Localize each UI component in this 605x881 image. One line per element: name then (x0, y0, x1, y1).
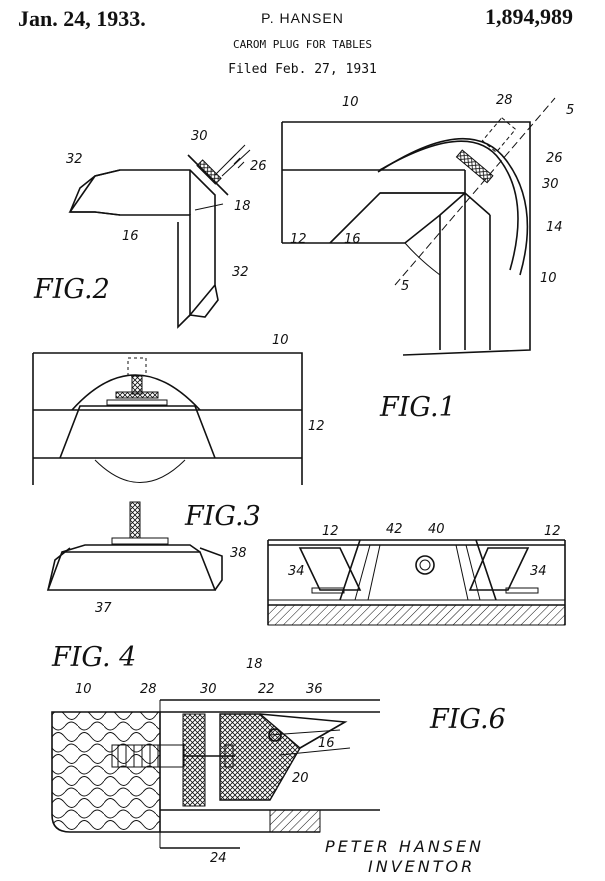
ref-numeral: 26 (546, 151, 563, 166)
ref-numeral: 5 (566, 103, 574, 118)
ref-numeral: 37 (95, 601, 112, 616)
ref-numeral: 30 (191, 129, 208, 144)
figure-5 (268, 540, 565, 625)
ref-numeral: 16 (318, 736, 335, 751)
ref-numeral: 30 (542, 177, 559, 192)
ref-numeral: 12 (290, 232, 307, 247)
figure-6 (52, 700, 380, 848)
ref-numeral: 18 (246, 657, 263, 672)
figure-4-label: FIG. 4 (51, 642, 136, 673)
ref-numeral: 10 (540, 271, 557, 286)
figure-3-label: FIG.3 (184, 501, 261, 532)
ref-numeral: 22 (258, 682, 275, 697)
figure-1 (282, 98, 555, 355)
ref-numeral: 16 (122, 229, 139, 244)
ref-numeral: 42 (386, 522, 403, 537)
ref-numeral: 40 (428, 522, 445, 537)
ref-numeral: 32 (66, 152, 83, 167)
ref-numeral: 20 (292, 771, 309, 786)
figure-2-reference-numerals: 32 30 26 18 16 32 (66, 129, 267, 280)
inventor-signature-title: INVENTOR (368, 857, 475, 876)
figure-1-label: FIG.1 (379, 392, 456, 423)
ref-numeral: 32 (232, 265, 249, 280)
ref-numeral: 10 (272, 333, 289, 348)
ref-numeral: 26 (250, 159, 267, 174)
ref-numeral: 18 (234, 199, 251, 214)
ref-numeral: 24 (210, 851, 227, 866)
ref-numeral: 28 (140, 682, 157, 697)
ref-numeral: 5 (401, 279, 409, 294)
ref-numeral: 14 (546, 220, 563, 235)
ref-numeral: 10 (342, 95, 359, 110)
figure-4-reference-numerals: 38 37 (95, 546, 247, 616)
figure-6-label: FIG.6 (429, 704, 506, 735)
inventor-signature-name: PETER HANSEN (325, 837, 484, 856)
ref-numeral: 12 (308, 419, 325, 434)
ref-numeral: 10 (75, 682, 92, 697)
figure-3 (33, 353, 302, 485)
ref-numeral: 36 (306, 682, 323, 697)
ref-numeral: 34 (288, 564, 305, 579)
ref-numeral: 28 (496, 93, 513, 108)
ref-numeral: 34 (530, 564, 547, 579)
ref-numeral: 12 (322, 524, 339, 539)
ref-numeral: 38 (230, 546, 247, 561)
ref-numeral: 16 (344, 232, 361, 247)
ref-numeral: 12 (544, 524, 561, 539)
ref-numeral: 30 (200, 682, 217, 697)
figure-3-reference-numerals: 10 12 (272, 333, 325, 434)
figure-2-label: FIG.2 (33, 274, 110, 305)
